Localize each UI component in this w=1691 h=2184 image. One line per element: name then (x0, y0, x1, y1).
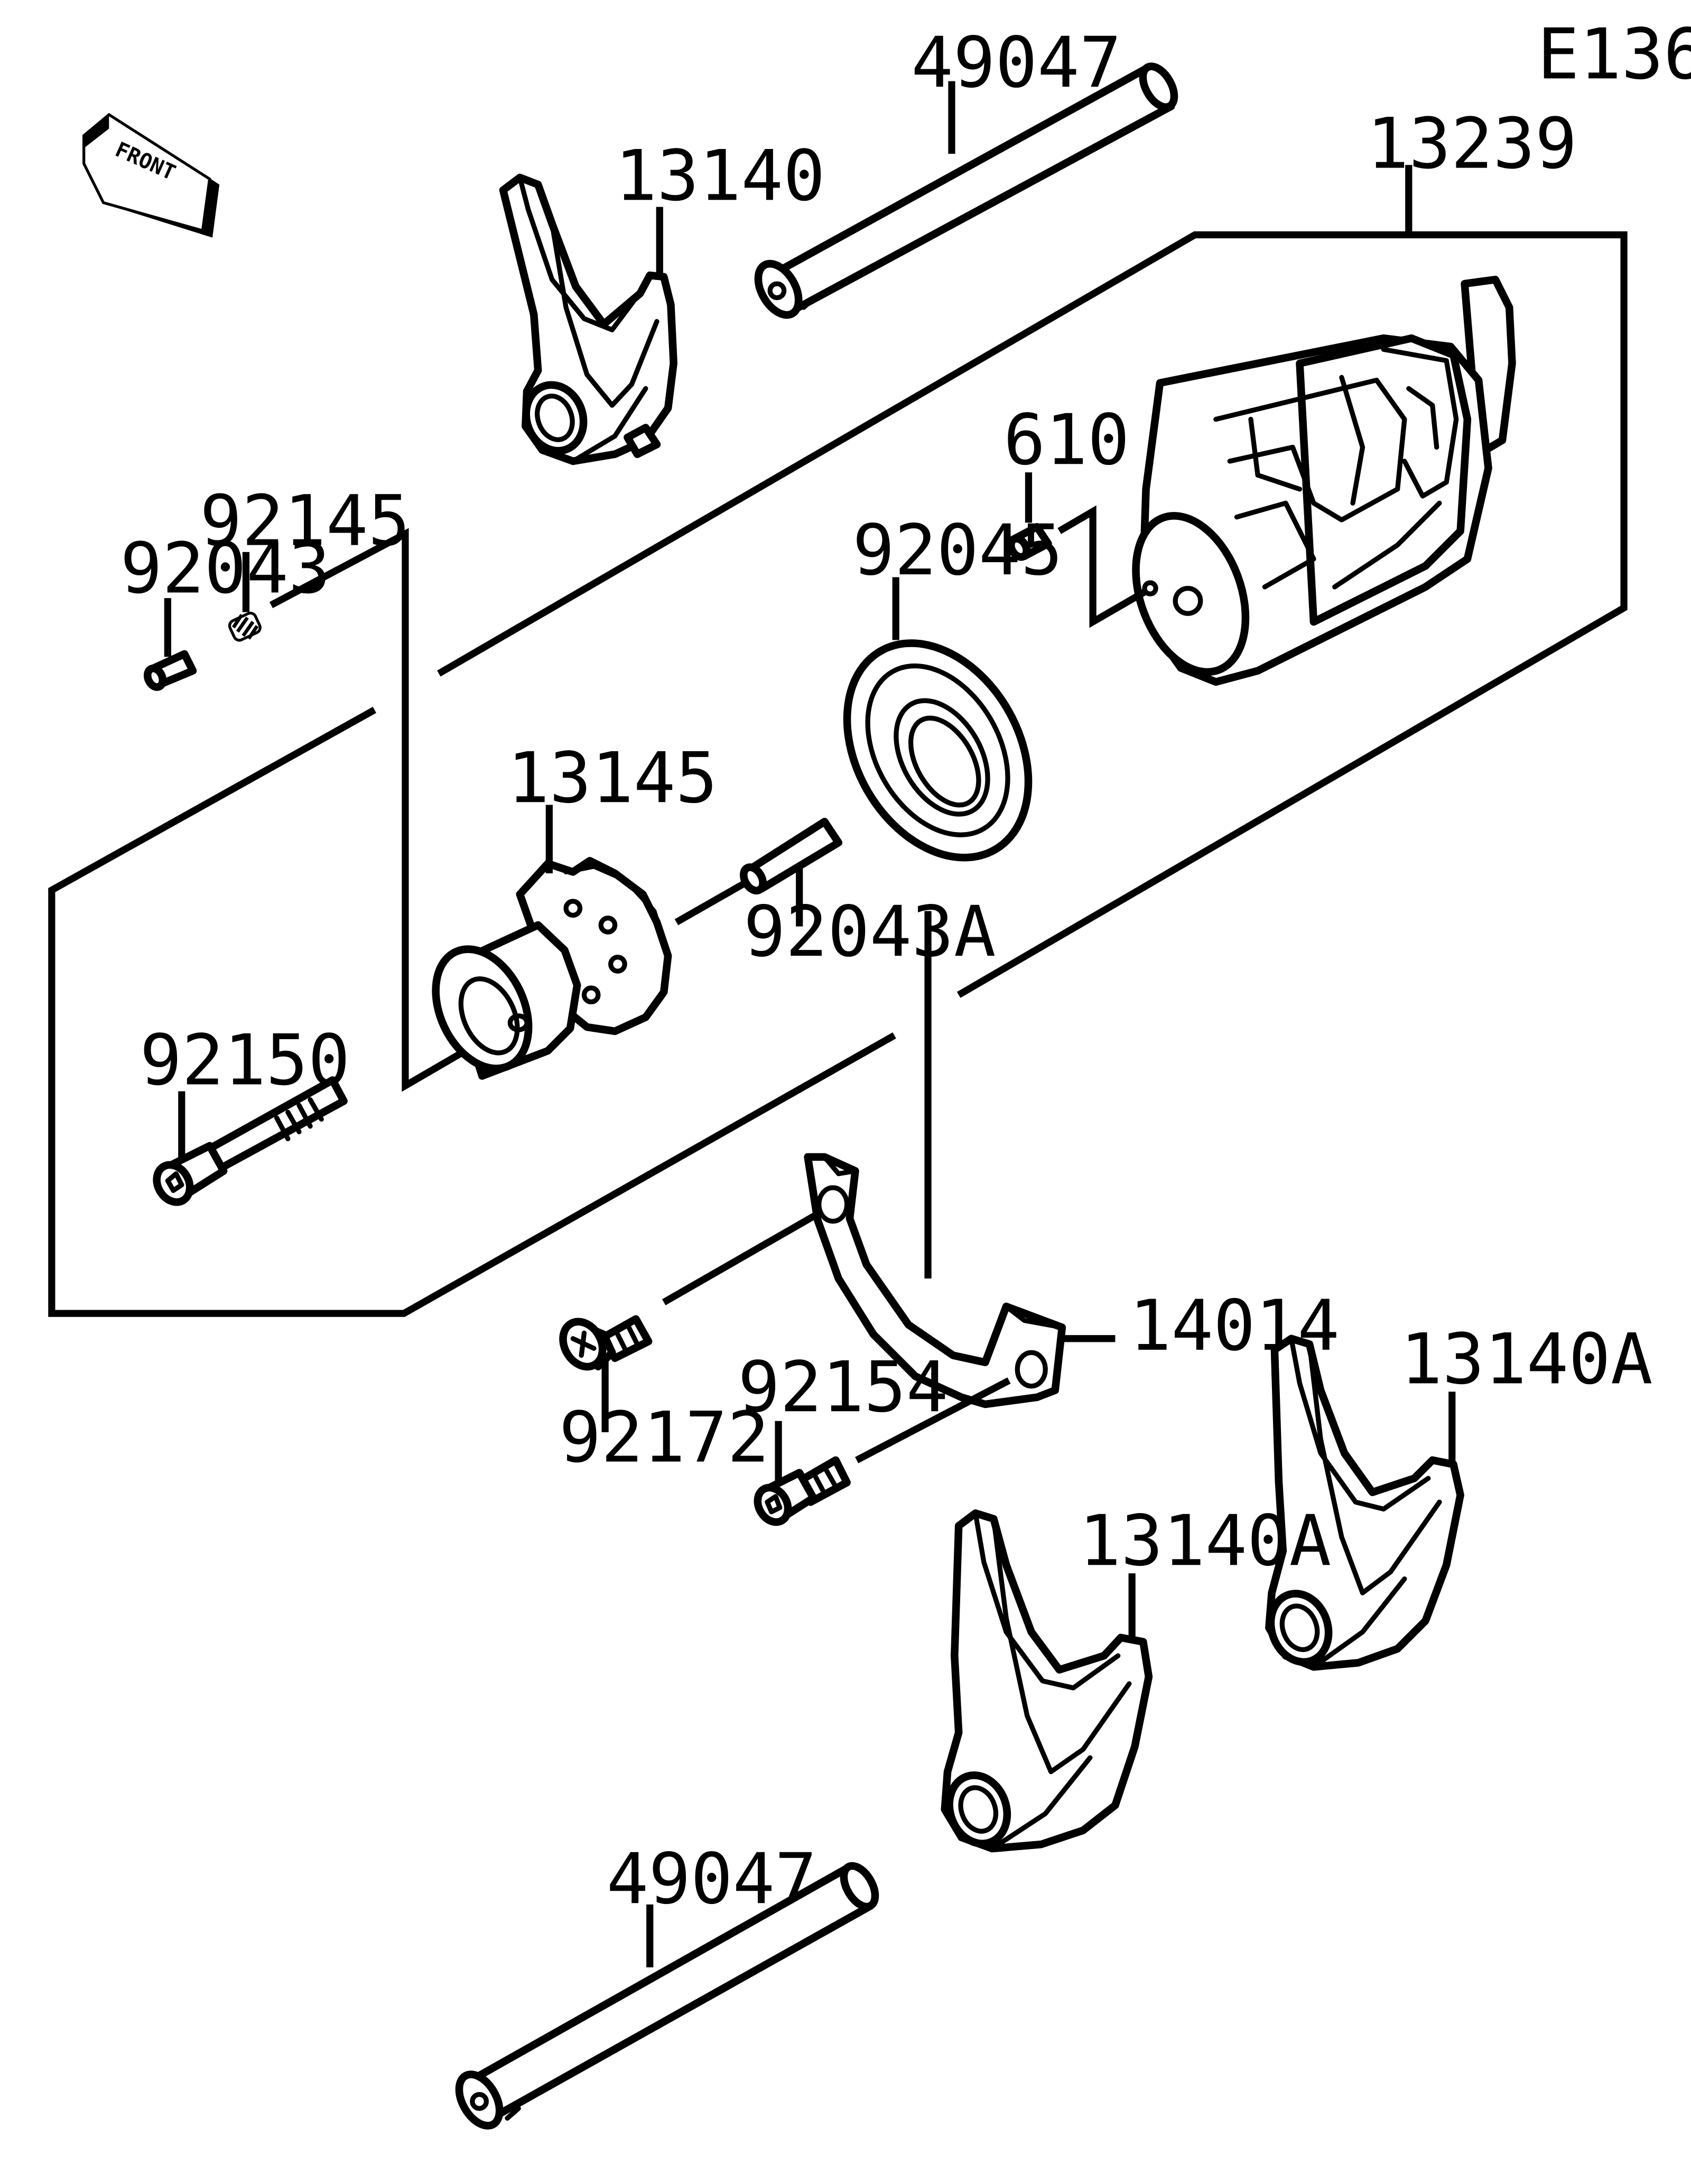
label-pin-long: 92043A (744, 891, 996, 973)
screw (559, 1315, 653, 1432)
label-drum-assembly: 13239 (1367, 104, 1577, 185)
label-pin-small: 92043 (120, 528, 330, 610)
pin-small (143, 598, 197, 691)
shaft-bottom (455, 1862, 879, 2130)
shift-fork-middle (941, 1509, 1153, 1853)
pin-long (674, 817, 843, 927)
shift-drum (1132, 275, 1516, 686)
bearing (843, 577, 1033, 862)
label-shaft-top: 49047 (911, 22, 1121, 104)
label-fork-top: 13140 (615, 135, 825, 217)
bolt-long (153, 1076, 348, 1206)
label-bearing: 92045 (852, 510, 1063, 591)
label-fork-right: 13140A (1400, 1319, 1653, 1400)
shift-fork-top (499, 173, 677, 465)
cam-group-bracket (269, 528, 501, 1092)
label-screw: 92172 (559, 1397, 769, 1479)
label-fork-middle: 13140A (1079, 1500, 1332, 1582)
spring (228, 552, 262, 642)
bolt-short (754, 1421, 851, 1526)
drum-assembly-frame (48, 165, 1628, 1317)
label-bolt-long: 92150 (140, 1020, 350, 1101)
diagram-code-label: E1362 (1537, 14, 1691, 95)
holder (662, 1153, 1116, 1463)
cam (432, 805, 672, 1080)
label-bolt-short: 92154 (738, 1347, 948, 1428)
front-arrow-icon: FRONT (82, 113, 220, 238)
shift-fork-right (1265, 1334, 1464, 1671)
label-spring: 92145 (200, 481, 410, 562)
pin-610 (1007, 472, 1148, 628)
label-shaft-bottom: 49047 (607, 1838, 817, 1920)
shaft-top (754, 62, 1178, 319)
label-cam: 13145 (507, 738, 718, 819)
label-pin-610: 610 (1004, 399, 1130, 481)
